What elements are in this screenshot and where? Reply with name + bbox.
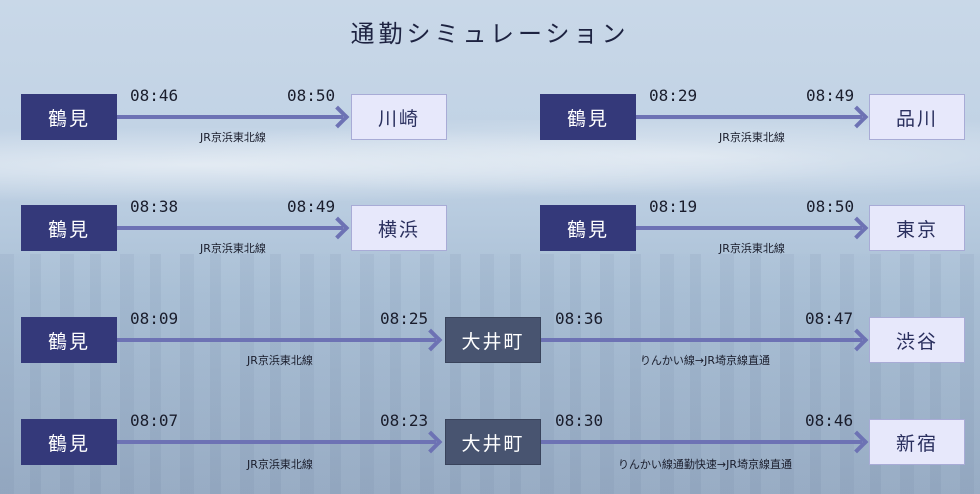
transfer-arrival-time: 08:47 bbox=[805, 309, 854, 328]
arrival-time: 08:50 bbox=[806, 197, 855, 216]
route-line bbox=[541, 338, 862, 342]
route-line bbox=[636, 226, 862, 230]
origin-station: 鶴見 bbox=[540, 94, 636, 140]
route-line bbox=[541, 440, 862, 444]
arrow-right-icon bbox=[845, 216, 869, 240]
route-shinjuku: 鶴見 08:07 08:23 JR京浜東北線 大井町 08:30 08:46 り… bbox=[0, 411, 980, 489]
transfer-arrival-time: 08:46 bbox=[805, 411, 854, 430]
transfer-departure-time: 08:36 bbox=[555, 309, 604, 328]
page-title: 通勤シミュレーション bbox=[350, 20, 630, 48]
route-line bbox=[117, 338, 436, 342]
transfer-station: 大井町 bbox=[445, 419, 541, 465]
origin-station: 鶴見 bbox=[21, 94, 117, 140]
background-clouds bbox=[0, 120, 980, 210]
departure-time: 08:46 bbox=[130, 86, 179, 105]
destination-station: 東京 bbox=[869, 205, 965, 251]
departure-time: 08:09 bbox=[130, 309, 179, 328]
line-name: JR京浜東北線 bbox=[719, 242, 785, 255]
origin-station: 鶴見 bbox=[21, 317, 117, 363]
transfer-station: 大井町 bbox=[445, 317, 541, 363]
arrow-right-icon bbox=[845, 328, 869, 352]
destination-station: 新宿 bbox=[869, 419, 965, 465]
route-kawasaki: 鶴見 08:46 08:50 JR京浜東北線 川崎 bbox=[0, 86, 980, 164]
destination-station: 渋谷 bbox=[869, 317, 965, 363]
arrival-time: 08:49 bbox=[287, 197, 336, 216]
route-line bbox=[117, 115, 343, 119]
arrival-time: 08:23 bbox=[380, 411, 429, 430]
arrow-right-icon bbox=[419, 430, 443, 454]
route-tokyo: 鶴見 08:19 08:50 JR京浜東北線 東京 bbox=[0, 197, 980, 275]
departure-time: 08:19 bbox=[649, 197, 698, 216]
arrival-time: 08:49 bbox=[806, 86, 855, 105]
line-name: りんかい線→JR埼京線直通 bbox=[639, 354, 771, 367]
destination-station: 横浜 bbox=[351, 205, 447, 251]
origin-station: 鶴見 bbox=[21, 419, 117, 465]
departure-time: 08:38 bbox=[130, 197, 179, 216]
line-name: JR京浜東北線 bbox=[247, 354, 313, 367]
route-line bbox=[117, 440, 436, 444]
arrow-right-icon bbox=[419, 328, 443, 352]
route-yokohama: 鶴見 08:38 08:49 JR京浜東北線 横浜 bbox=[0, 197, 980, 275]
line-name: りんかい線通勤快速→JR埼京線直通 bbox=[617, 458, 793, 471]
line-name: JR京浜東北線 bbox=[200, 242, 266, 255]
origin-station: 鶴見 bbox=[540, 205, 636, 251]
route-shibuya: 鶴見 08:09 08:25 JR京浜東北線 大井町 08:36 08:47 り… bbox=[0, 309, 980, 387]
arrow-right-icon bbox=[845, 105, 869, 129]
line-name: JR京浜東北線 bbox=[247, 458, 313, 471]
origin-station: 鶴見 bbox=[21, 205, 117, 251]
arrival-time: 08:25 bbox=[380, 309, 429, 328]
route-line bbox=[117, 226, 343, 230]
departure-time: 08:07 bbox=[130, 411, 179, 430]
line-name: JR京浜東北線 bbox=[719, 131, 785, 144]
destination-station: 川崎 bbox=[351, 94, 447, 140]
arrow-right-icon bbox=[845, 430, 869, 454]
line-name: JR京浜東北線 bbox=[200, 131, 266, 144]
departure-time: 08:29 bbox=[649, 86, 698, 105]
route-line bbox=[636, 115, 862, 119]
route-shinagawa: 鶴見 08:29 08:49 JR京浜東北線 品川 bbox=[0, 86, 980, 164]
arrival-time: 08:50 bbox=[287, 86, 336, 105]
transfer-departure-time: 08:30 bbox=[555, 411, 604, 430]
destination-station: 品川 bbox=[869, 94, 965, 140]
